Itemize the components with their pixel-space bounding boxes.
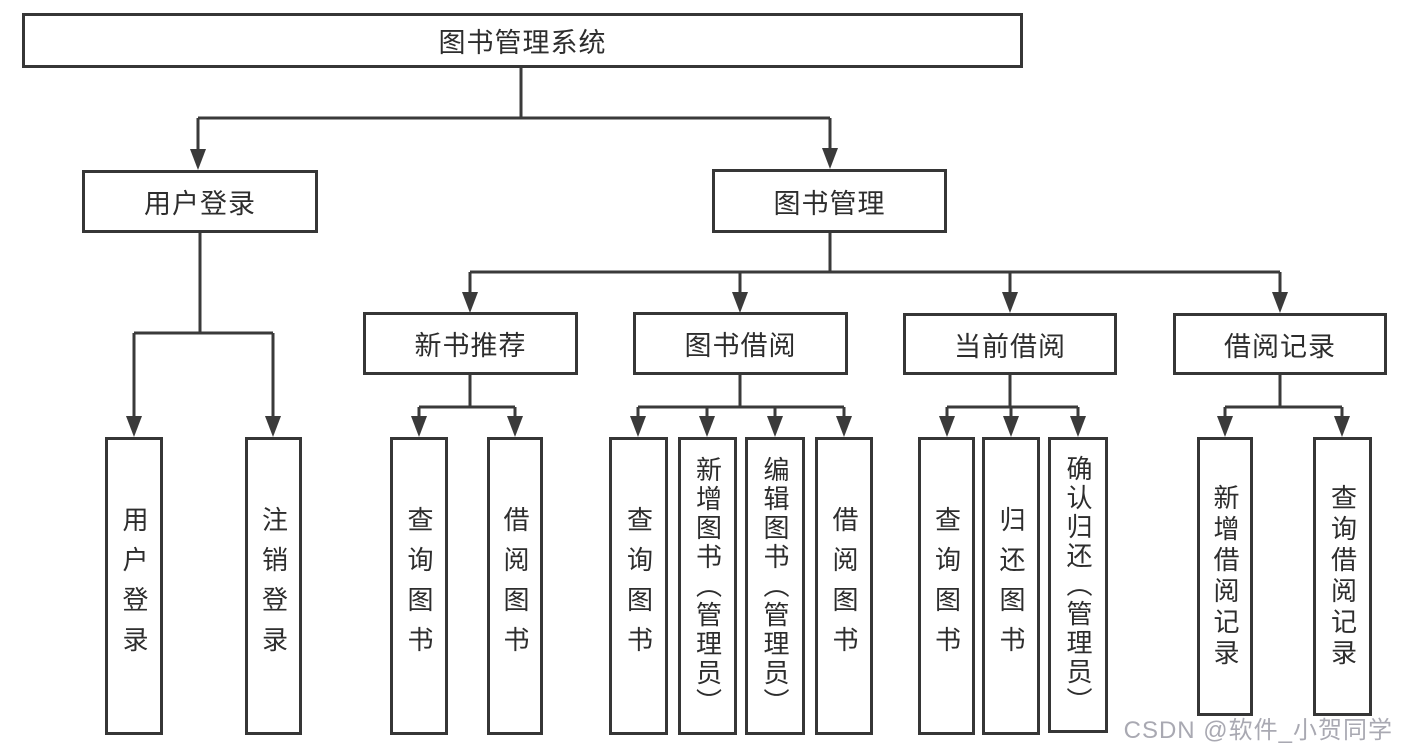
node-current-borrow: 当前借阅 bbox=[903, 313, 1117, 375]
node-user-login: 用户登录 bbox=[82, 170, 318, 233]
leaf-edit-book-admin: 编辑图书（管理员） bbox=[745, 437, 805, 735]
node-root: 图书管理系统 bbox=[22, 13, 1023, 68]
leaf-query-book: 查询图书 bbox=[390, 437, 448, 735]
node-borrow-record: 借阅记录 bbox=[1173, 313, 1387, 375]
leaf-add-borrow-record: 新增借阅记录 bbox=[1197, 437, 1253, 716]
node-book-management: 图书管理 bbox=[712, 169, 947, 233]
leaf-confirm-return-admin: 确认归还（管理员） bbox=[1048, 437, 1108, 733]
arrowheads bbox=[126, 148, 1350, 437]
leaf-logout: 注销登录 bbox=[245, 437, 302, 735]
leaf-user-login: 用户登录 bbox=[105, 437, 163, 735]
watermark: CSDN @软件_小贺同学 bbox=[1123, 717, 1393, 744]
node-new-book-recommend: 新书推荐 bbox=[363, 312, 578, 375]
leaf-query-book-2: 查询图书 bbox=[609, 437, 668, 735]
leaf-add-book-admin: 新增图书（管理员） bbox=[678, 437, 737, 735]
leaf-borrow-book: 借阅图书 bbox=[487, 437, 543, 735]
leaf-borrow-book-2: 借阅图书 bbox=[815, 437, 873, 735]
leaf-query-book-3: 查询图书 bbox=[918, 437, 975, 735]
node-book-borrow: 图书借阅 bbox=[633, 312, 848, 375]
leaf-query-borrow-record: 查询借阅记录 bbox=[1313, 437, 1372, 716]
leaf-return-book: 归还图书 bbox=[982, 437, 1040, 735]
